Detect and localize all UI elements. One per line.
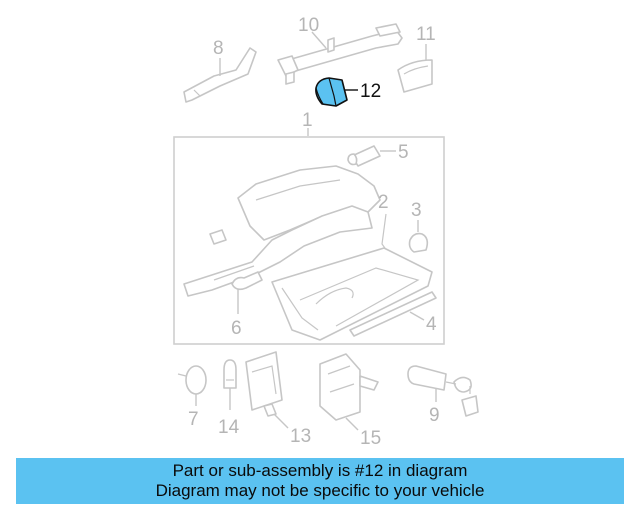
leader-10 [311, 31, 327, 49]
callout-4: 4 [426, 314, 437, 335]
part-1-glove-box-housing [183, 165, 381, 297]
part-5-lamp [347, 145, 381, 167]
callout-14: 14 [218, 417, 240, 438]
part-14-bulb [223, 359, 237, 389]
part-4-seal-strip [349, 291, 437, 337]
leader-15 [345, 417, 359, 431]
callout-3: 3 [411, 200, 422, 221]
callout-10: 10 [298, 15, 319, 36]
callout-2: 2 [378, 192, 389, 213]
leader-4 [409, 311, 425, 321]
info-banner: Part or sub-assembly is #12 in diagram D… [16, 458, 624, 504]
callout-13: 13 [290, 426, 311, 447]
callout-9: 9 [429, 405, 440, 426]
banner-line-2: Diagram may not be specific to your vehi… [155, 481, 485, 500]
part-1-glove-box-door [271, 247, 433, 341]
part-12-stopper [315, 77, 348, 107]
part-7-cap [177, 365, 207, 395]
part-3-grommet [408, 232, 429, 253]
leader-13 [273, 413, 289, 429]
part-11-bumper [397, 59, 433, 93]
part-10-latch-rod [277, 23, 403, 85]
callout-11: 11 [416, 24, 436, 45]
part-9-lock-cylinder [407, 365, 479, 417]
callout-12: 12 [360, 81, 381, 102]
banner-line-1: Part or sub-assembly is #12 in diagram [172, 461, 468, 480]
parts-diagram: 10 11 8 12 1 5 2 3 [173, 15, 479, 449]
callout-15: 15 [360, 428, 381, 449]
callout-7: 7 [188, 409, 199, 430]
callout-6: 6 [231, 318, 242, 339]
callout-8: 8 [213, 38, 224, 59]
callout-5: 5 [398, 142, 409, 163]
part-1-assembly-frame [173, 136, 445, 345]
part-6-clip [231, 271, 263, 291]
part-13-switch [245, 351, 283, 417]
part-15-lock-assembly [319, 353, 379, 421]
callout-1: 1 [302, 110, 313, 131]
